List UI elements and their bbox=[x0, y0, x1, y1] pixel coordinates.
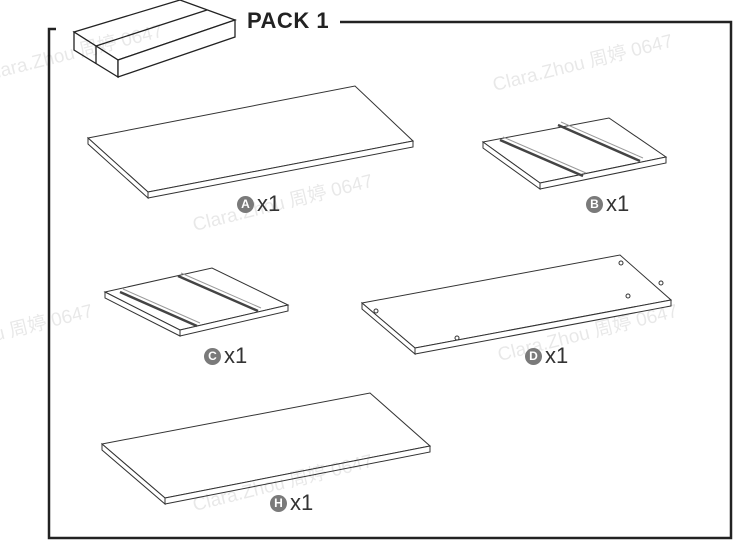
panel-d bbox=[360, 254, 673, 356]
frame bbox=[47, 20, 733, 540]
part-quantity: x1 bbox=[290, 490, 314, 515]
part-label-h: H x1 bbox=[270, 490, 313, 516]
part-label-a: A x1 bbox=[237, 191, 280, 217]
part-letter-badge: H bbox=[270, 494, 287, 512]
panel-b bbox=[481, 117, 668, 190]
package-box-icon bbox=[72, 0, 237, 79]
part-letter-badge: D bbox=[525, 347, 542, 365]
part-quantity: x1 bbox=[606, 191, 630, 216]
panel-a bbox=[86, 85, 415, 200]
panel-c bbox=[103, 267, 290, 337]
part-quantity: x1 bbox=[257, 191, 281, 216]
pack-title: PACK 1 bbox=[247, 8, 330, 33]
part-quantity: x1 bbox=[545, 343, 569, 368]
part-letter-badge: A bbox=[237, 195, 254, 213]
part-label-c: C x1 bbox=[204, 343, 247, 369]
part-letter-badge: C bbox=[204, 347, 221, 365]
part-label-b: B x1 bbox=[586, 191, 629, 217]
part-label-d: D x1 bbox=[525, 343, 568, 369]
panel-h bbox=[100, 392, 432, 506]
part-quantity: x1 bbox=[224, 343, 248, 368]
part-letter-badge: B bbox=[586, 195, 603, 213]
